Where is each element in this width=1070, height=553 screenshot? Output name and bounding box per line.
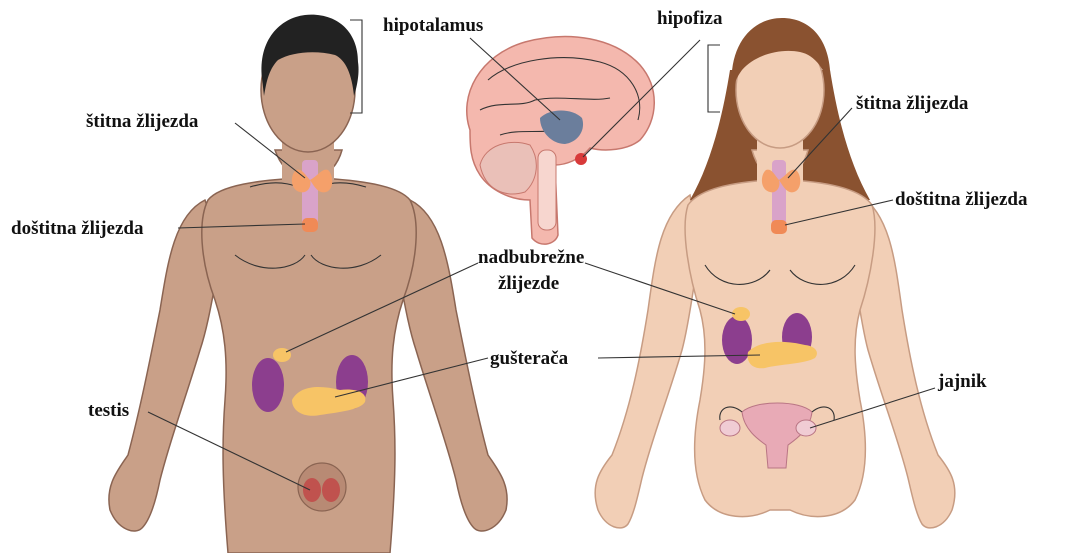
testis-right-organ: [322, 478, 340, 502]
label-jajnik: jajnik: [937, 371, 987, 392]
label-hipofiza: hipofiza: [657, 8, 723, 29]
female-left-arm: [595, 195, 700, 528]
male-figure: [109, 15, 507, 553]
label-hipotalamus: hipotalamus: [383, 15, 483, 36]
label-testis: testis: [88, 400, 129, 421]
label-nadbubrezne-line2: žlijezde: [498, 273, 559, 294]
label-stitna-zlijezda-male: štitna žlijezda: [86, 111, 199, 132]
male-adrenal-organ: [273, 348, 291, 362]
brainstem: [538, 150, 556, 230]
female-brain-bracket: [708, 45, 720, 112]
male-parathyroid-organ: [302, 218, 318, 232]
label-gusteraca: gušterača: [490, 348, 569, 369]
male-kidney-left: [252, 358, 284, 412]
female-kidney-left: [722, 316, 752, 364]
ovary-left-organ: [720, 420, 740, 436]
female-parathyroid-organ: [771, 220, 787, 234]
label-dostitna-zlijezda-female: doštitna žlijezda: [895, 189, 1028, 210]
label-nadbubrezne-line1: nadbubrežne: [478, 247, 584, 268]
brain-section: [467, 37, 654, 245]
testis-left-organ: [303, 478, 321, 502]
ovary-right-organ: [796, 420, 816, 436]
label-dostitna-zlijezda-male: doštitna žlijezda: [11, 218, 144, 239]
female-trachea: [772, 160, 786, 230]
label-stitna-zlijezda-female: štitna žlijezda: [856, 93, 969, 114]
